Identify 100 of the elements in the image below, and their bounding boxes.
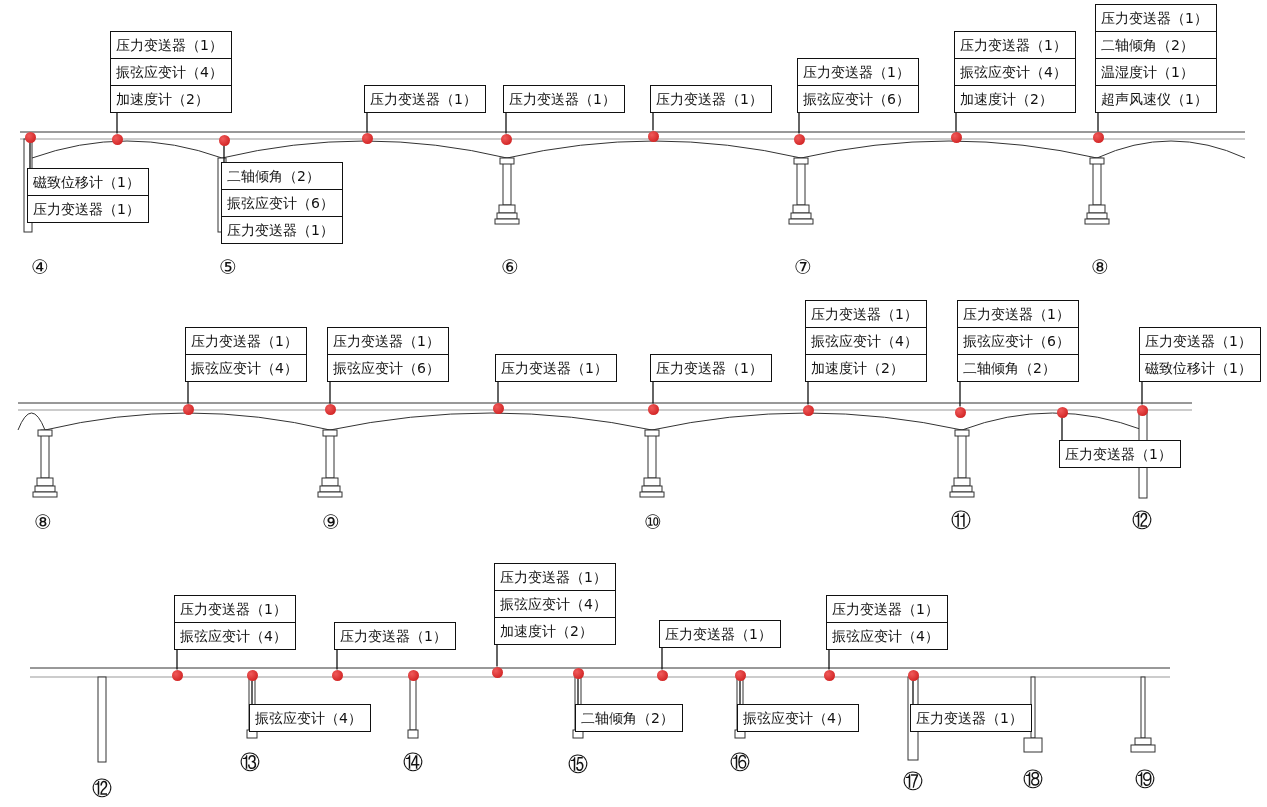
pier-number: ⑤ xyxy=(219,256,237,278)
sensor-label: 振弦应变计（6） xyxy=(958,328,1078,355)
leader-line xyxy=(497,381,499,404)
pier-number: ⑨ xyxy=(322,511,340,533)
leader-line xyxy=(807,381,809,406)
sensor-label: 压力变送器（1） xyxy=(500,359,609,378)
sensor-point xyxy=(802,404,814,416)
sensor-point xyxy=(361,132,373,144)
leader-line xyxy=(329,381,331,405)
sensor-point xyxy=(111,133,123,145)
sensor-label: 振弦应变计（4） xyxy=(495,591,615,618)
sensor-point xyxy=(647,403,659,415)
sensor-point xyxy=(656,669,668,681)
sensor-point xyxy=(793,133,805,145)
sensor-label: 二轴倾角（2） xyxy=(580,709,675,728)
callout-table xyxy=(494,563,616,645)
sensor-point xyxy=(954,406,966,418)
callout-table xyxy=(797,58,919,113)
leader-line xyxy=(187,381,189,405)
sensor-label: 振弦应变计（4） xyxy=(254,709,363,728)
sensor-label: 磁致位移计（1） xyxy=(28,169,148,196)
leader-line xyxy=(912,679,914,705)
leader-line xyxy=(1141,381,1143,406)
sensor-label: 压力变送器（1） xyxy=(508,90,617,109)
sensor-label: 压力变送器（1） xyxy=(1140,328,1260,355)
sensor-label: 振弦应变计（6） xyxy=(802,90,911,109)
pier-number: ⑬ xyxy=(240,751,260,773)
pier-number: ⑧ xyxy=(34,511,52,533)
leader-line xyxy=(1061,416,1063,441)
leader-line xyxy=(366,112,368,134)
sensor-label: 二轴倾角（2） xyxy=(1096,32,1216,59)
sensor-point xyxy=(1136,404,1148,416)
sensor-label: 超声风速仪（1） xyxy=(1100,90,1209,109)
leader-line xyxy=(652,112,654,132)
callout-table xyxy=(1139,327,1261,382)
sensor-label: 压力变送器（1） xyxy=(1096,5,1216,32)
callout-table xyxy=(503,85,625,113)
callout-table xyxy=(364,85,486,113)
leader-line xyxy=(955,112,957,133)
sensor-label: 磁致位移计（1） xyxy=(1144,359,1253,378)
leader-line xyxy=(959,381,961,408)
leader-line xyxy=(1097,112,1099,133)
sensor-label: 加速度计（2） xyxy=(499,622,594,641)
sensor-point xyxy=(1092,131,1104,143)
sensor-point xyxy=(24,131,36,143)
sensor-label: 振弦应变计（4） xyxy=(831,627,940,646)
sensor-point xyxy=(218,134,230,146)
sensor-label: 压力变送器（1） xyxy=(655,359,764,378)
leader-line xyxy=(176,649,178,671)
pier-number: ⑩ xyxy=(644,511,662,533)
leader-line xyxy=(828,649,830,671)
sensor-label: 振弦应变计（6） xyxy=(222,190,342,217)
sensor-label: 压力变送器（1） xyxy=(955,32,1075,59)
callout-table xyxy=(659,620,781,648)
sensor-label: 压力变送器（1） xyxy=(827,596,947,623)
sensor-point xyxy=(734,669,746,681)
sensor-label: 二轴倾角（2） xyxy=(962,359,1057,378)
sensor-label: 压力变送器（1） xyxy=(186,328,306,355)
callout-table xyxy=(110,31,232,113)
sensor-point xyxy=(492,402,504,414)
pier-number: ⑫ xyxy=(1132,509,1152,531)
callout-table xyxy=(650,85,772,113)
leader-line xyxy=(652,381,654,405)
callout-table xyxy=(174,595,296,650)
pier-number: ⑫ xyxy=(92,777,112,799)
sensor-point xyxy=(171,669,183,681)
pier-number: ⑪ xyxy=(951,509,971,531)
pier-number: ④ xyxy=(31,256,49,278)
sensor-label: 加速度计（2） xyxy=(959,90,1054,109)
sensor-point xyxy=(331,669,343,681)
callout-table xyxy=(185,327,307,382)
pier-number: ⑰ xyxy=(903,770,923,792)
leader-line xyxy=(577,677,579,705)
leader-line xyxy=(251,679,253,705)
sensor-point xyxy=(491,666,503,678)
callout-table xyxy=(495,354,617,382)
sensor-label: 压力变送器（1） xyxy=(339,627,448,646)
sensor-label: 压力变送器（1） xyxy=(32,200,141,219)
sensor-label: 振弦应变计（6） xyxy=(332,359,441,378)
callout-table xyxy=(1095,4,1217,113)
leader-line xyxy=(505,112,507,135)
sensor-label: 二轴倾角（2） xyxy=(222,163,342,190)
sensor-point xyxy=(950,131,962,143)
callout-table xyxy=(1059,440,1181,468)
callout-table xyxy=(334,622,456,650)
sensor-point xyxy=(907,669,919,681)
leader-line xyxy=(739,679,741,705)
callout-table xyxy=(954,31,1076,113)
sensor-point xyxy=(572,667,584,679)
sensor-label: 压力变送器（1） xyxy=(806,301,926,328)
sensor-point xyxy=(1056,406,1068,418)
pier-number: ⑧ xyxy=(1091,256,1109,278)
sensor-label: 振弦应变计（4） xyxy=(179,627,288,646)
sensor-label: 振弦应变计（4） xyxy=(806,328,926,355)
callout-table xyxy=(805,300,927,382)
callout-table xyxy=(737,704,859,732)
callout-table xyxy=(957,300,1079,382)
sensor-label: 压力变送器（1） xyxy=(664,625,773,644)
sensor-label: 加速度计（2） xyxy=(810,359,905,378)
sensor-point xyxy=(246,669,258,681)
